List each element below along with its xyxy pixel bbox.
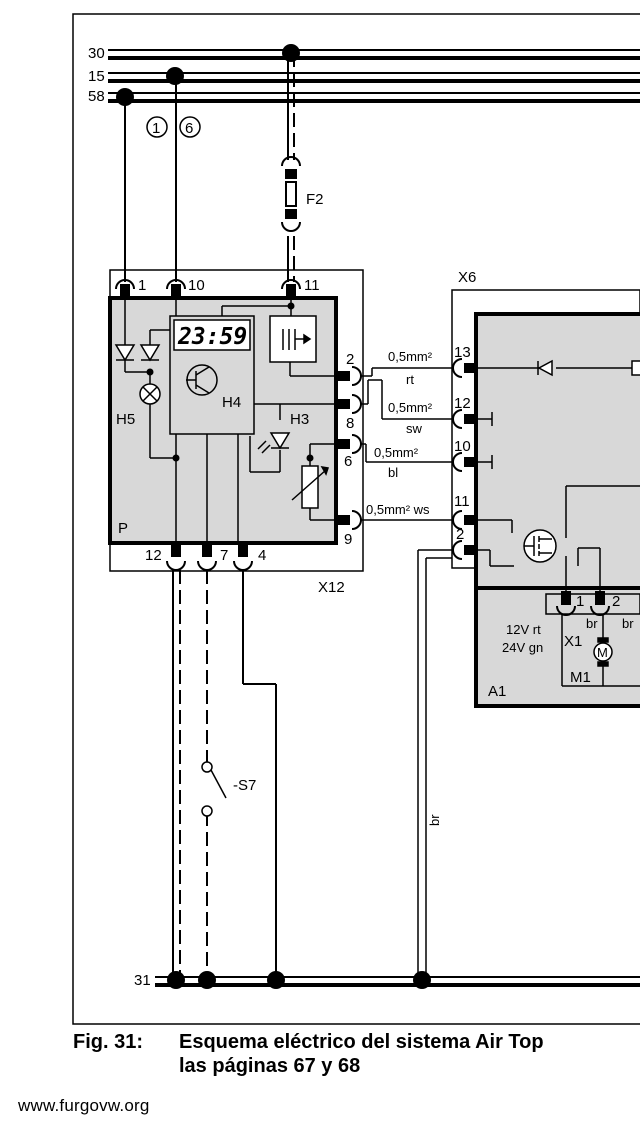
motor-label: M1 (570, 669, 591, 686)
ref-6: 6 (185, 120, 193, 137)
motor-wire-color-2: br (622, 616, 634, 631)
p-pin-6: 6 (344, 453, 352, 470)
unit-p-bottom-pins (171, 543, 248, 557)
wire-4-size: 0,5mm² ws (366, 502, 430, 517)
x1-label: X1 (564, 633, 582, 650)
caption-line-1: Esquema eléctrico del sistema Air Top (179, 1031, 544, 1053)
caption-line-2: las páginas 67 y 68 (179, 1055, 361, 1077)
x6-pin-2: 2 (456, 526, 464, 543)
bus-drop-wires (124, 53, 295, 282)
h4-label: H4 (222, 394, 241, 411)
reference-markers (146, 116, 201, 138)
lamp-h5-icon (139, 383, 161, 405)
bus-31-label: 31 (134, 972, 151, 989)
relay-module (269, 315, 317, 363)
unit-p-label: P (118, 520, 128, 537)
motor-wire-color-1: br (586, 616, 598, 631)
interconnect-wires (360, 367, 452, 521)
a1-pin-sockets (556, 605, 610, 616)
br-ground-wire (417, 549, 452, 980)
led-h3-icon (257, 432, 291, 454)
x6-pin-11: 11 (454, 493, 470, 510)
wire-1-size: 0,5mm² (388, 349, 433, 364)
x6-label: X6 (458, 269, 476, 286)
bus-58-label: 58 (88, 88, 105, 105)
p-ground-wires (172, 570, 277, 980)
p-pin-7: 7 (220, 547, 228, 564)
unit-a1-body (474, 312, 640, 708)
wire-1-color: rt (406, 372, 414, 387)
p-pin-1: 1 (138, 277, 146, 294)
voltage-12v: 12V rt (506, 622, 541, 637)
unit-p-right-pins (336, 371, 350, 525)
wire-3-size: 0,5mm² (374, 445, 419, 460)
unit-p-top-pins (115, 279, 301, 290)
p-pin-10: 10 (188, 277, 205, 294)
motor-m1-icon (593, 637, 613, 667)
p-pin-2: 2 (346, 351, 354, 368)
fuse-f2 (281, 156, 301, 232)
wire-3-color: bl (388, 465, 398, 480)
unit-p-internal-wiring (124, 298, 336, 543)
figure-caption: Fig. 31: Esquema eléctrico del sistema Ai… (73, 1030, 640, 1078)
voltage-24v: 24V gn (502, 640, 543, 655)
h5-label: H5 (116, 411, 135, 428)
p-pin-4: 4 (258, 547, 266, 564)
h3-label: H3 (290, 411, 309, 428)
p-pin-11: 11 (304, 277, 320, 294)
transistor-icon (186, 364, 218, 396)
a1-internal (476, 360, 640, 592)
x6-pin-12: 12 (454, 395, 471, 412)
p-pin-9: 9 (344, 531, 352, 548)
x6-pin-sockets (452, 358, 463, 560)
x6-pin-13: 13 (454, 344, 471, 361)
x12-label: X12 (318, 579, 345, 596)
a1-pin-2: 2 (612, 593, 620, 610)
timer-display (173, 319, 251, 351)
a1-label: A1 (488, 683, 506, 700)
p-pin-8: 8 (346, 415, 354, 432)
clock-readout: 23:59 (177, 324, 247, 350)
figure-number: Fig. 31: (73, 1031, 144, 1053)
wire-2-size: 0,5mm² (388, 400, 433, 415)
diagram-frame (72, 13, 640, 1025)
motor-wiring (561, 614, 640, 687)
potentiometer-icon (291, 465, 329, 509)
diode-pair (114, 344, 161, 362)
ground-wire-color: br (427, 814, 442, 826)
fuse-label: F2 (306, 191, 324, 208)
switch-s7-icon (201, 761, 227, 817)
bus-lines (108, 49, 640, 987)
motor-symbol: M (597, 645, 608, 660)
p-pin-12: 12 (145, 547, 162, 564)
mosfet-icon (523, 529, 557, 563)
diode-icon (537, 359, 553, 377)
switch-label: -S7 (233, 777, 256, 794)
x6-pin-10: 10 (454, 438, 471, 455)
bus-30-label: 30 (88, 45, 105, 62)
bus-15-label: 15 (88, 68, 105, 85)
ref-1: 1 (152, 120, 160, 137)
watermark: www.furgovw.org (18, 1096, 150, 1115)
wire-2-color: sw (406, 421, 423, 436)
a1-pin-1: 1 (576, 593, 584, 610)
